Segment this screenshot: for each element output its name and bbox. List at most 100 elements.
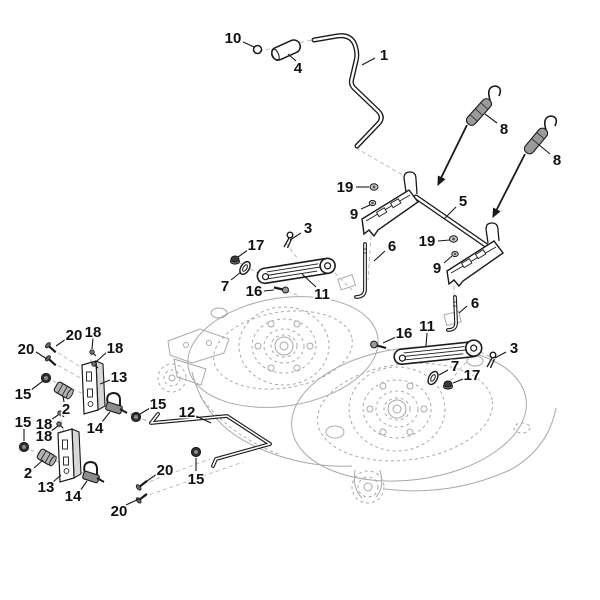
- part-number-15: 15: [15, 414, 32, 431]
- callout-leader-13: [52, 474, 62, 483]
- callout-leader-17: [237, 249, 249, 258]
- part-number-2: 2: [62, 401, 70, 418]
- callout-leader-20: [146, 473, 158, 482]
- callout-leader-5: [443, 206, 457, 220]
- part-nut-19-left: [369, 183, 379, 191]
- callout-leader-2: [62, 395, 65, 403]
- part-latch-hook-14-lower: [82, 460, 105, 484]
- callout-leader-9: [360, 204, 371, 210]
- callout-leader-10: [242, 41, 255, 48]
- part-cotter-pin-3-right: [486, 351, 497, 369]
- callout-leader-8: [484, 113, 498, 124]
- part-screws-20: [44, 342, 148, 504]
- callout-leader-18: [50, 425, 59, 432]
- callout-leader-6: [458, 305, 468, 314]
- callout-leader-15: [139, 407, 151, 415]
- part-nut-17-left: [230, 255, 240, 265]
- callout-leader-20: [35, 351, 48, 360]
- part-number-20: 20: [111, 503, 128, 520]
- callout-leader-19: [437, 239, 451, 242]
- part-nut-9-left: [368, 199, 377, 207]
- callout-leader-14: [79, 480, 88, 492]
- callout-leader-6: [373, 250, 386, 262]
- part-number-18: 18: [36, 428, 53, 445]
- part-number-18: 18: [85, 324, 102, 341]
- callout-leader-14: [101, 411, 111, 423]
- part-bracket-13-lower: [57, 428, 82, 483]
- part-latch-hook-14-upper: [105, 391, 128, 415]
- part-number-10: 10: [225, 30, 242, 47]
- callout-leader-4: [287, 53, 297, 62]
- callout-leader-7: [230, 271, 242, 281]
- part-pin-6-right: [446, 295, 458, 332]
- part-number-17: 17: [248, 237, 265, 254]
- left-spindle-rings: [238, 306, 330, 386]
- callout-leader-11: [425, 332, 428, 347]
- callout-leader-9: [443, 255, 453, 264]
- part-number-16: 16: [396, 325, 413, 342]
- callout-leader-17: [452, 378, 464, 384]
- part-screws-18: [56, 349, 99, 429]
- part-lever-arm-11-right: [393, 339, 483, 366]
- part-pivot-bar-5: [361, 171, 504, 288]
- part-bushing-2-upper: [53, 381, 74, 400]
- callout-leader-11: [301, 273, 317, 288]
- part-number-6: 6: [471, 295, 479, 312]
- part-lift-rod-1: [311, 33, 384, 149]
- callout-leader-1: [361, 57, 376, 66]
- part-number-3: 3: [304, 220, 312, 237]
- part-ring-10: [252, 44, 263, 55]
- part-number-12: 12: [179, 404, 196, 421]
- part-number-20: 20: [18, 341, 35, 358]
- part-number-18: 18: [36, 416, 53, 433]
- part-number-19: 19: [337, 179, 354, 196]
- left-wheel-ghost: [157, 363, 187, 393]
- part-pin-6-left: [354, 242, 367, 299]
- parts-artwork: [18, 33, 558, 504]
- part-hex-nuts-15: [18, 372, 202, 458]
- part-washer-7-right: [427, 370, 439, 386]
- part-washer-7-left: [239, 260, 251, 276]
- part-number-9: 9: [350, 206, 358, 223]
- part-number-15: 15: [150, 396, 167, 413]
- part-spring-8-left: [437, 85, 502, 187]
- part-number-14: 14: [65, 488, 82, 505]
- part-number-6: 6: [388, 238, 396, 255]
- part-number-7: 7: [451, 358, 459, 375]
- part-spring-8-right: [492, 115, 558, 219]
- part-number-11: 11: [314, 286, 330, 303]
- part-number-13: 13: [111, 369, 128, 386]
- part-number-20: 20: [157, 462, 174, 479]
- part-number-14: 14: [87, 420, 104, 437]
- part-number-16: 16: [246, 283, 263, 300]
- callout-leader-13: [99, 379, 111, 385]
- part-nut-19-right: [449, 235, 458, 243]
- part-number-19: 19: [419, 233, 436, 250]
- part-number-11: 11: [419, 318, 435, 335]
- part-bushing-2-lower: [36, 448, 57, 467]
- callout-leader-20: [125, 498, 140, 506]
- callout-leader-3: [289, 232, 302, 241]
- part-number-15: 15: [188, 471, 205, 488]
- callout-leader-12: [195, 415, 212, 424]
- mower-deck-ghost: [157, 274, 557, 504]
- callout-leader-8: [537, 143, 551, 155]
- callout-leader-20: [55, 338, 67, 347]
- part-bolt-16-right: [370, 340, 387, 350]
- callout-leader-15: [30, 380, 44, 391]
- part-number-7: 7: [221, 278, 229, 295]
- callout-leader-18: [50, 414, 59, 421]
- part-number-8: 8: [500, 121, 508, 138]
- part-bolt-16-left: [273, 286, 289, 294]
- part-number-17: 17: [464, 367, 481, 384]
- callout-leader-18: [91, 337, 94, 350]
- part-number-20: 20: [66, 327, 83, 344]
- part-number-4: 4: [294, 60, 303, 77]
- part-number-1: 1: [380, 47, 388, 64]
- callout-leader-3: [494, 351, 507, 359]
- part-cotter-pin-3-left: [283, 231, 294, 249]
- front-wheel-ghost: [351, 469, 385, 504]
- part-number-8: 8: [553, 152, 561, 169]
